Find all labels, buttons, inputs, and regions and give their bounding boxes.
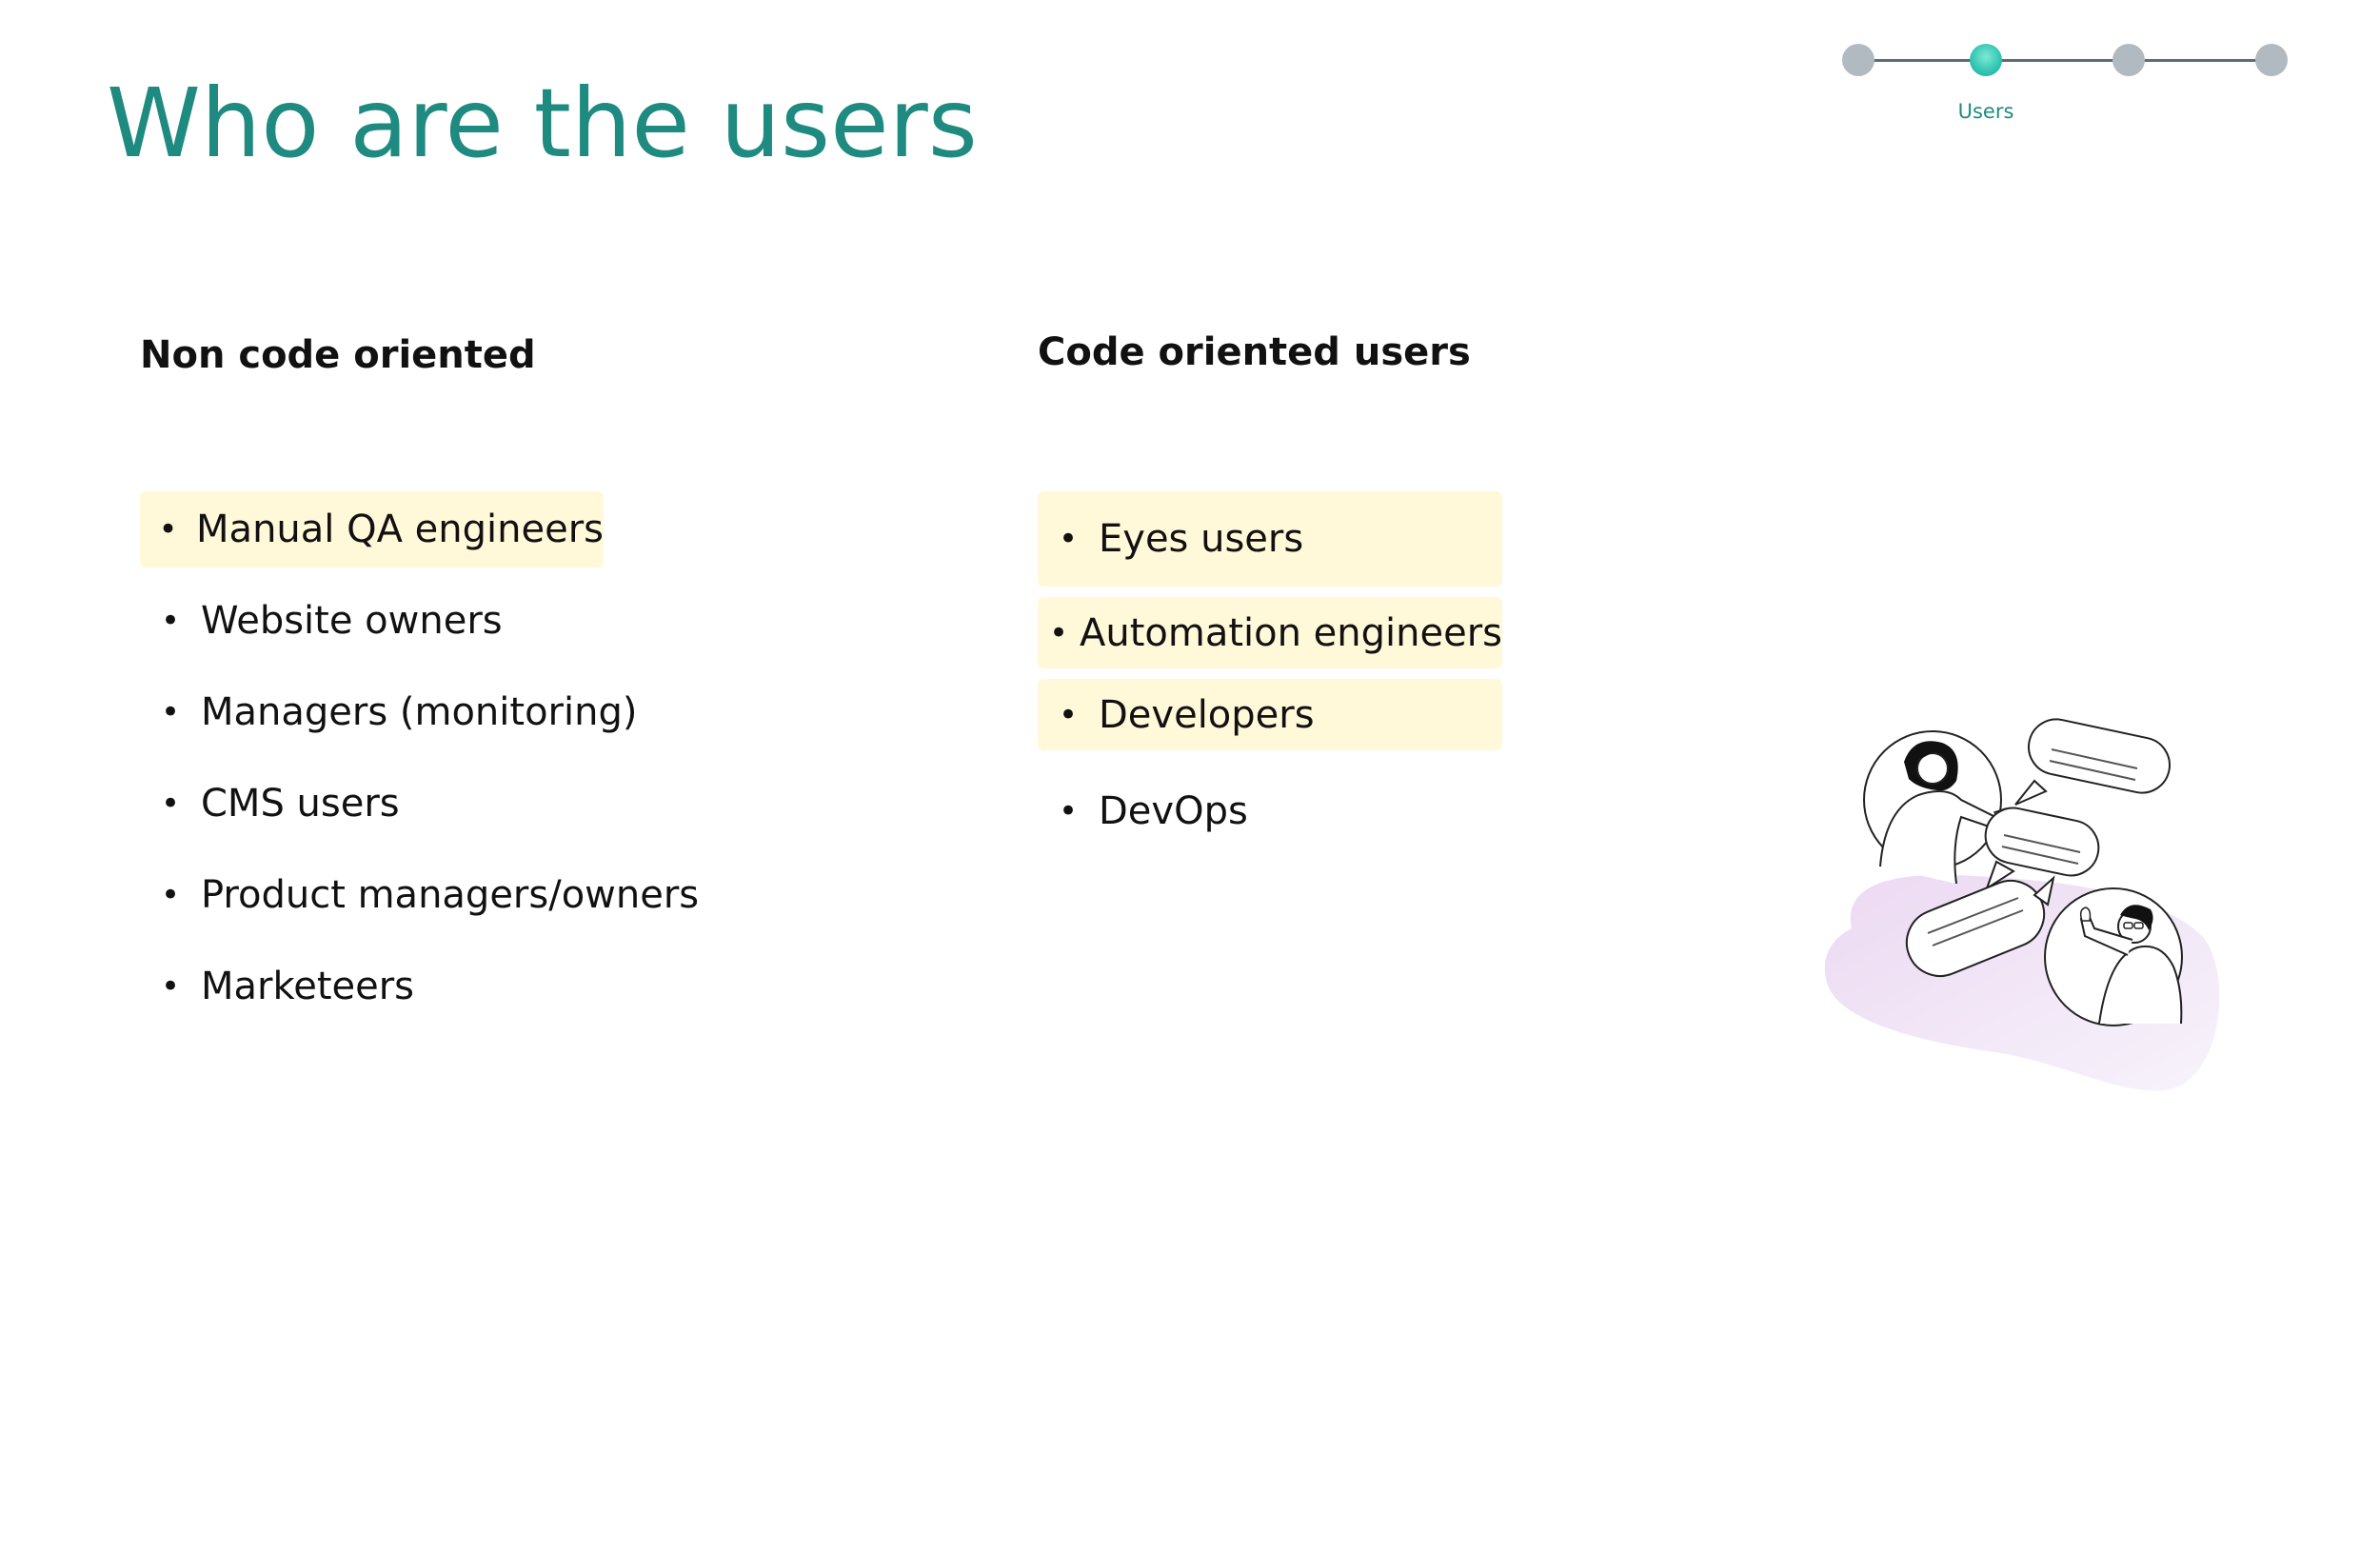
bullet-icon: • — [1048, 613, 1069, 652]
speech-bubble-3 — [1905, 875, 2055, 977]
list-item-label: Developers — [1099, 692, 1315, 737]
list-item: • Automation engineers — [1038, 597, 1502, 668]
bullet-icon: • — [158, 510, 178, 548]
list-item-label: Manual QA engineers — [196, 508, 604, 551]
bullet-icon: • — [160, 876, 181, 914]
stepper-connector — [1990, 59, 2132, 62]
people-chatting-icon — [1824, 718, 2220, 1091]
list-item: • Managers (monitoring) — [140, 674, 638, 750]
list-item-label: DevOps — [1099, 789, 1248, 833]
list-item-label: Eyes users — [1099, 517, 1304, 561]
list-item-label: Product managers/owners — [201, 873, 700, 917]
page-title: Who are the users — [107, 68, 978, 179]
bullet-icon: • — [1058, 792, 1079, 830]
progress-stepper: Users — [1842, 41, 2299, 136]
list-item: • Product managers/owners — [140, 857, 699, 933]
list-item: • DevOps — [1038, 773, 1248, 849]
column-heading-code: Code oriented users — [1038, 330, 1471, 374]
bullet-icon: • — [160, 602, 181, 640]
stepper-connector — [2132, 59, 2275, 62]
list-item: • Website owners — [140, 583, 503, 659]
bullet-icon: • — [1058, 520, 1079, 558]
column-heading-non-code: Non code oriented — [140, 333, 536, 377]
bullet-icon: • — [160, 785, 181, 823]
stepper-step-1[interactable] — [1842, 44, 1874, 76]
list-item: • Marketeers — [140, 948, 414, 1025]
stepper-connector — [1858, 59, 1990, 62]
list-item-label: Managers (monitoring) — [201, 690, 638, 734]
bullet-icon: • — [1058, 695, 1079, 734]
list-item-label: Automation engineers — [1079, 610, 1502, 655]
list-item: • CMS users — [140, 766, 400, 842]
speech-bubble-1 — [2014, 718, 2171, 806]
bullet-icon: • — [160, 693, 181, 731]
stepper-step-3[interactable] — [2112, 44, 2145, 76]
bullet-icon: • — [160, 967, 181, 1006]
stepper-step-2-active[interactable] — [1970, 44, 2002, 76]
speech-bubble-2 — [1984, 807, 2100, 891]
list-item-label: Marketeers — [201, 965, 415, 1008]
list-item-label: CMS users — [201, 782, 400, 826]
stepper-step-4[interactable] — [2255, 44, 2288, 76]
list-item: • Manual QA engineers — [140, 491, 604, 568]
list-item: • Eyes users — [1038, 491, 1502, 587]
list-item-label: Website owners — [201, 599, 503, 643]
list-item: • Developers — [1038, 679, 1502, 750]
stepper-label-users: Users — [1957, 100, 2014, 123]
